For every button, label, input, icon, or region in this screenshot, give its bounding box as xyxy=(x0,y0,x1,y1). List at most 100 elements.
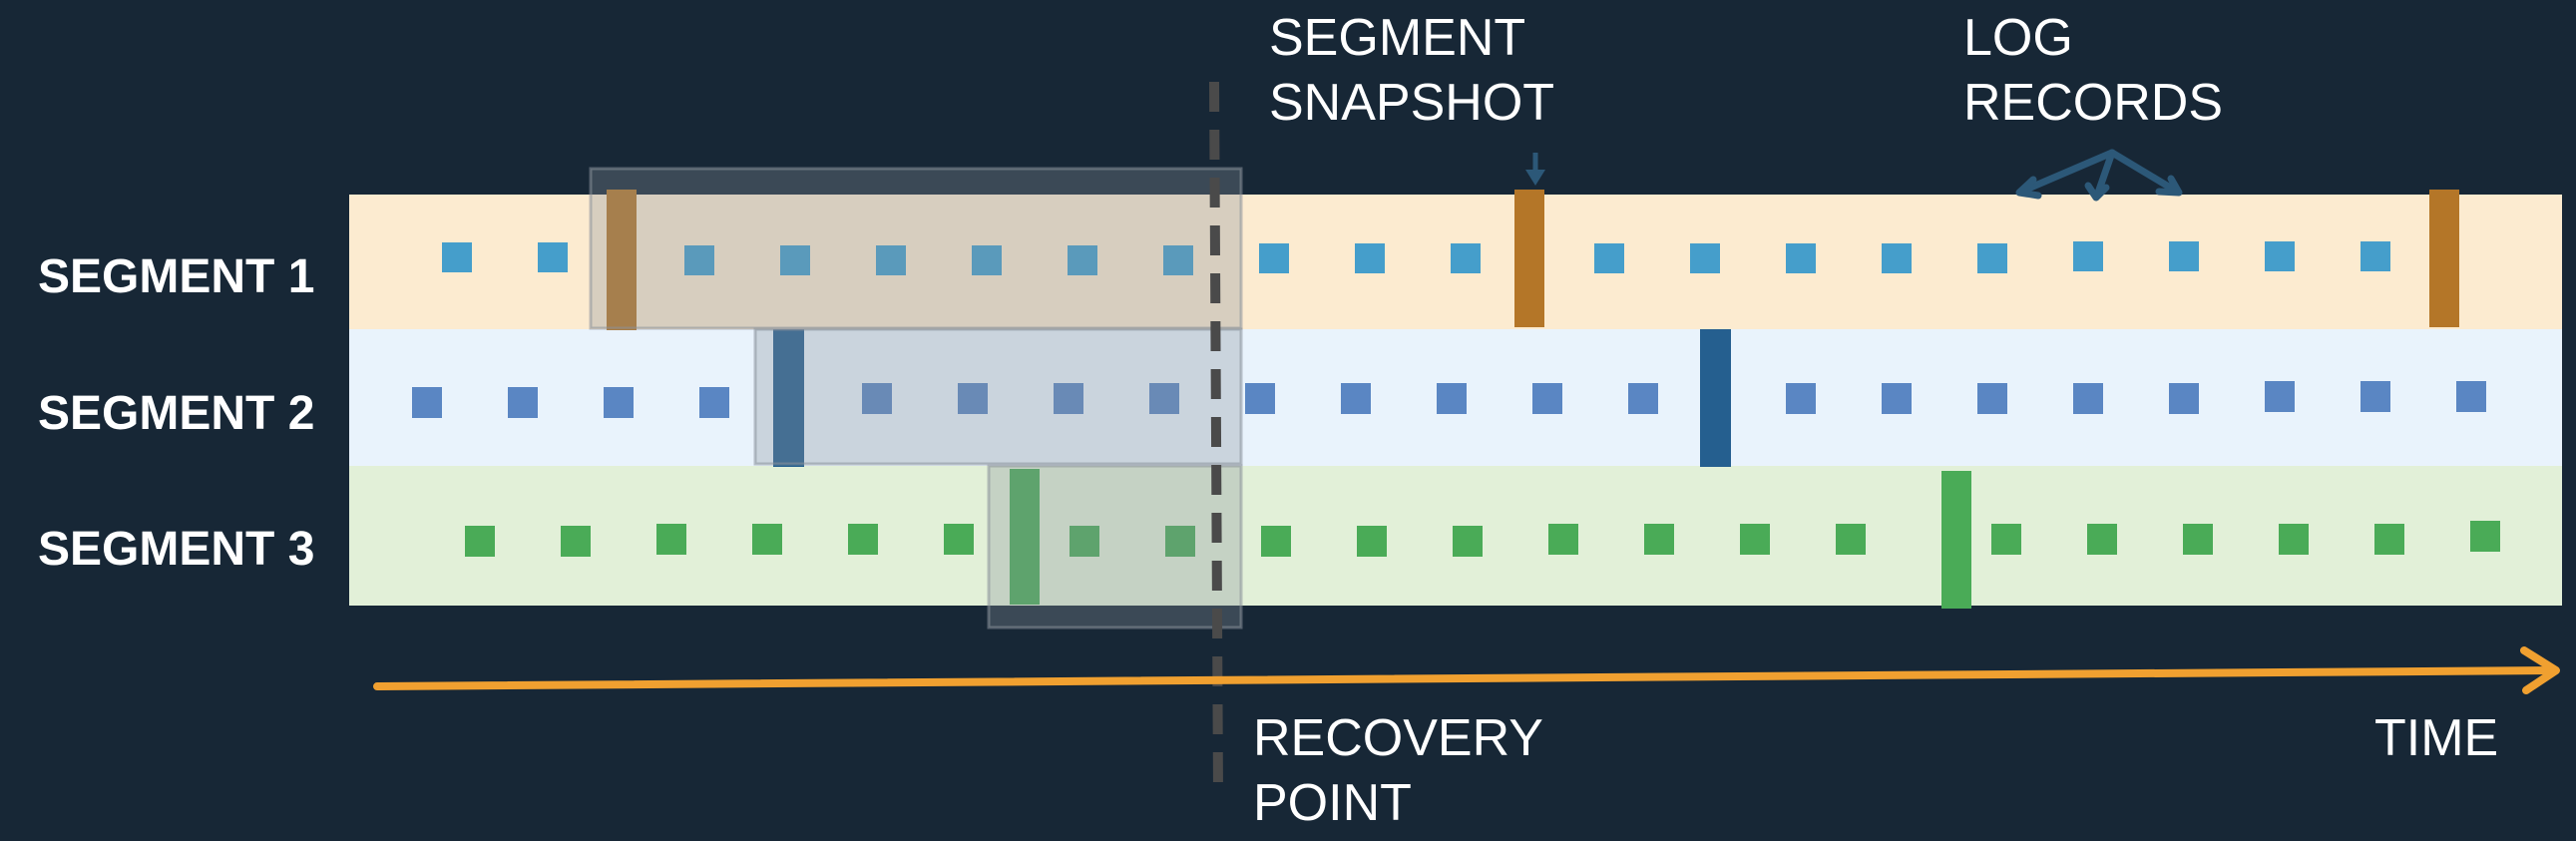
log-pointer-right xyxy=(2108,149,2181,196)
log-record xyxy=(944,524,974,555)
segment-3-recovery-overlay xyxy=(987,464,1243,630)
log-record xyxy=(412,387,442,418)
segment-1-snapshot xyxy=(607,190,637,330)
log-record xyxy=(561,526,591,557)
log-record xyxy=(972,245,1002,275)
log-record xyxy=(2073,383,2103,414)
log-record xyxy=(780,245,810,275)
log-pointer-left-head xyxy=(2015,176,2042,200)
log-record xyxy=(2265,381,2295,412)
log-records-annotation: LOG RECORDS xyxy=(1963,9,2223,132)
snapshot-pointer-head xyxy=(1525,170,1545,186)
log-record xyxy=(1836,524,1866,555)
segment-snapshot-annotation: SEGMENT SNAPSHOT xyxy=(1269,9,1554,132)
log-record xyxy=(848,524,878,555)
recovery-point-label-line2: POINT xyxy=(1253,774,1412,832)
segment-3-snapshot xyxy=(1941,471,1971,609)
log-records-label-line2: RECORDS xyxy=(1963,74,2223,132)
time-arrow-head xyxy=(2520,646,2560,694)
log-record xyxy=(1357,526,1387,557)
log-record xyxy=(1261,526,1291,557)
log-record xyxy=(2169,241,2199,271)
log-record xyxy=(1991,524,2021,555)
log-record xyxy=(2361,381,2390,412)
log-record xyxy=(1163,245,1193,275)
branching-arrows-icon xyxy=(2015,149,2183,202)
segment-3-records xyxy=(465,521,2500,557)
segment-1-records xyxy=(442,241,2390,275)
log-record xyxy=(2361,241,2390,271)
segment-2-snapshot xyxy=(773,329,804,467)
log-record xyxy=(465,526,495,557)
log-record xyxy=(2374,524,2404,555)
log-record xyxy=(876,245,906,275)
log-record xyxy=(684,245,714,275)
log-record xyxy=(2073,241,2103,271)
segment-3-snapshot xyxy=(1010,469,1040,605)
segment-2-label: SEGMENT 2 xyxy=(38,387,314,440)
log-record xyxy=(442,242,472,272)
log-record xyxy=(1149,383,1179,414)
log-record xyxy=(752,524,782,555)
log-record xyxy=(699,387,729,418)
segment-2-records xyxy=(412,381,2486,418)
log-record xyxy=(1644,524,1674,555)
log-record xyxy=(1532,383,1562,414)
time-arrow-shaft xyxy=(373,666,2558,690)
segment-snapshot-label-line2: SNAPSHOT xyxy=(1269,74,1554,132)
log-record xyxy=(1977,383,2007,414)
log-record xyxy=(1690,243,1720,273)
recovery-overlays xyxy=(589,167,1243,630)
segment-2-snapshot xyxy=(1700,329,1731,467)
log-record xyxy=(862,383,892,414)
log-record xyxy=(2279,524,2309,555)
log-records-label-line1: LOG xyxy=(1963,9,2073,67)
log-record xyxy=(1068,245,1097,275)
log-record xyxy=(2183,524,2213,555)
log-record xyxy=(1355,243,1385,273)
log-pointer-left xyxy=(2017,149,2116,196)
log-record xyxy=(1548,524,1578,555)
segment-1-snapshot xyxy=(2429,190,2459,327)
log-record xyxy=(508,387,538,418)
log-record xyxy=(2470,521,2500,552)
log-record xyxy=(1165,526,1195,557)
log-record xyxy=(1786,243,1816,273)
log-pointer-right-head xyxy=(2155,175,2183,197)
log-record xyxy=(1341,383,1371,414)
log-record xyxy=(1594,243,1624,273)
log-record xyxy=(538,242,568,272)
segment-1-label: SEGMENT 1 xyxy=(38,250,314,303)
log-record xyxy=(1882,383,1912,414)
log-record xyxy=(1259,243,1289,273)
log-record xyxy=(656,524,686,555)
recovery-point-annotation: RECOVERY POINT xyxy=(1253,709,1543,832)
log-pointer-middle xyxy=(2093,149,2116,200)
log-record xyxy=(1628,383,1658,414)
log-record xyxy=(2169,383,2199,414)
log-record xyxy=(1437,383,1467,414)
log-record xyxy=(1453,526,1483,557)
log-record xyxy=(2265,241,2295,271)
log-record xyxy=(1245,383,1275,414)
recovery-point-label-line1: RECOVERY xyxy=(1253,709,1543,767)
segment-1-recovery-overlay xyxy=(589,167,1243,330)
time-label: TIME xyxy=(2374,709,2498,767)
log-record xyxy=(1740,524,1770,555)
log-record xyxy=(1451,243,1481,273)
log-record xyxy=(958,383,988,414)
recovery-point-line xyxy=(1209,81,1223,794)
log-record xyxy=(1054,383,1083,414)
log-record xyxy=(1882,243,1912,273)
segment-3-label: SEGMENT 3 xyxy=(38,523,314,576)
log-record xyxy=(2456,381,2486,412)
log-record xyxy=(1786,383,1816,414)
log-record xyxy=(1070,526,1099,557)
arrow-down-icon xyxy=(1525,153,1545,186)
segment-1-snapshot xyxy=(1514,190,1544,327)
segment-snapshot-label-line1: SEGMENT xyxy=(1269,9,1525,67)
log-record xyxy=(604,387,634,418)
log-record xyxy=(1977,243,2007,273)
